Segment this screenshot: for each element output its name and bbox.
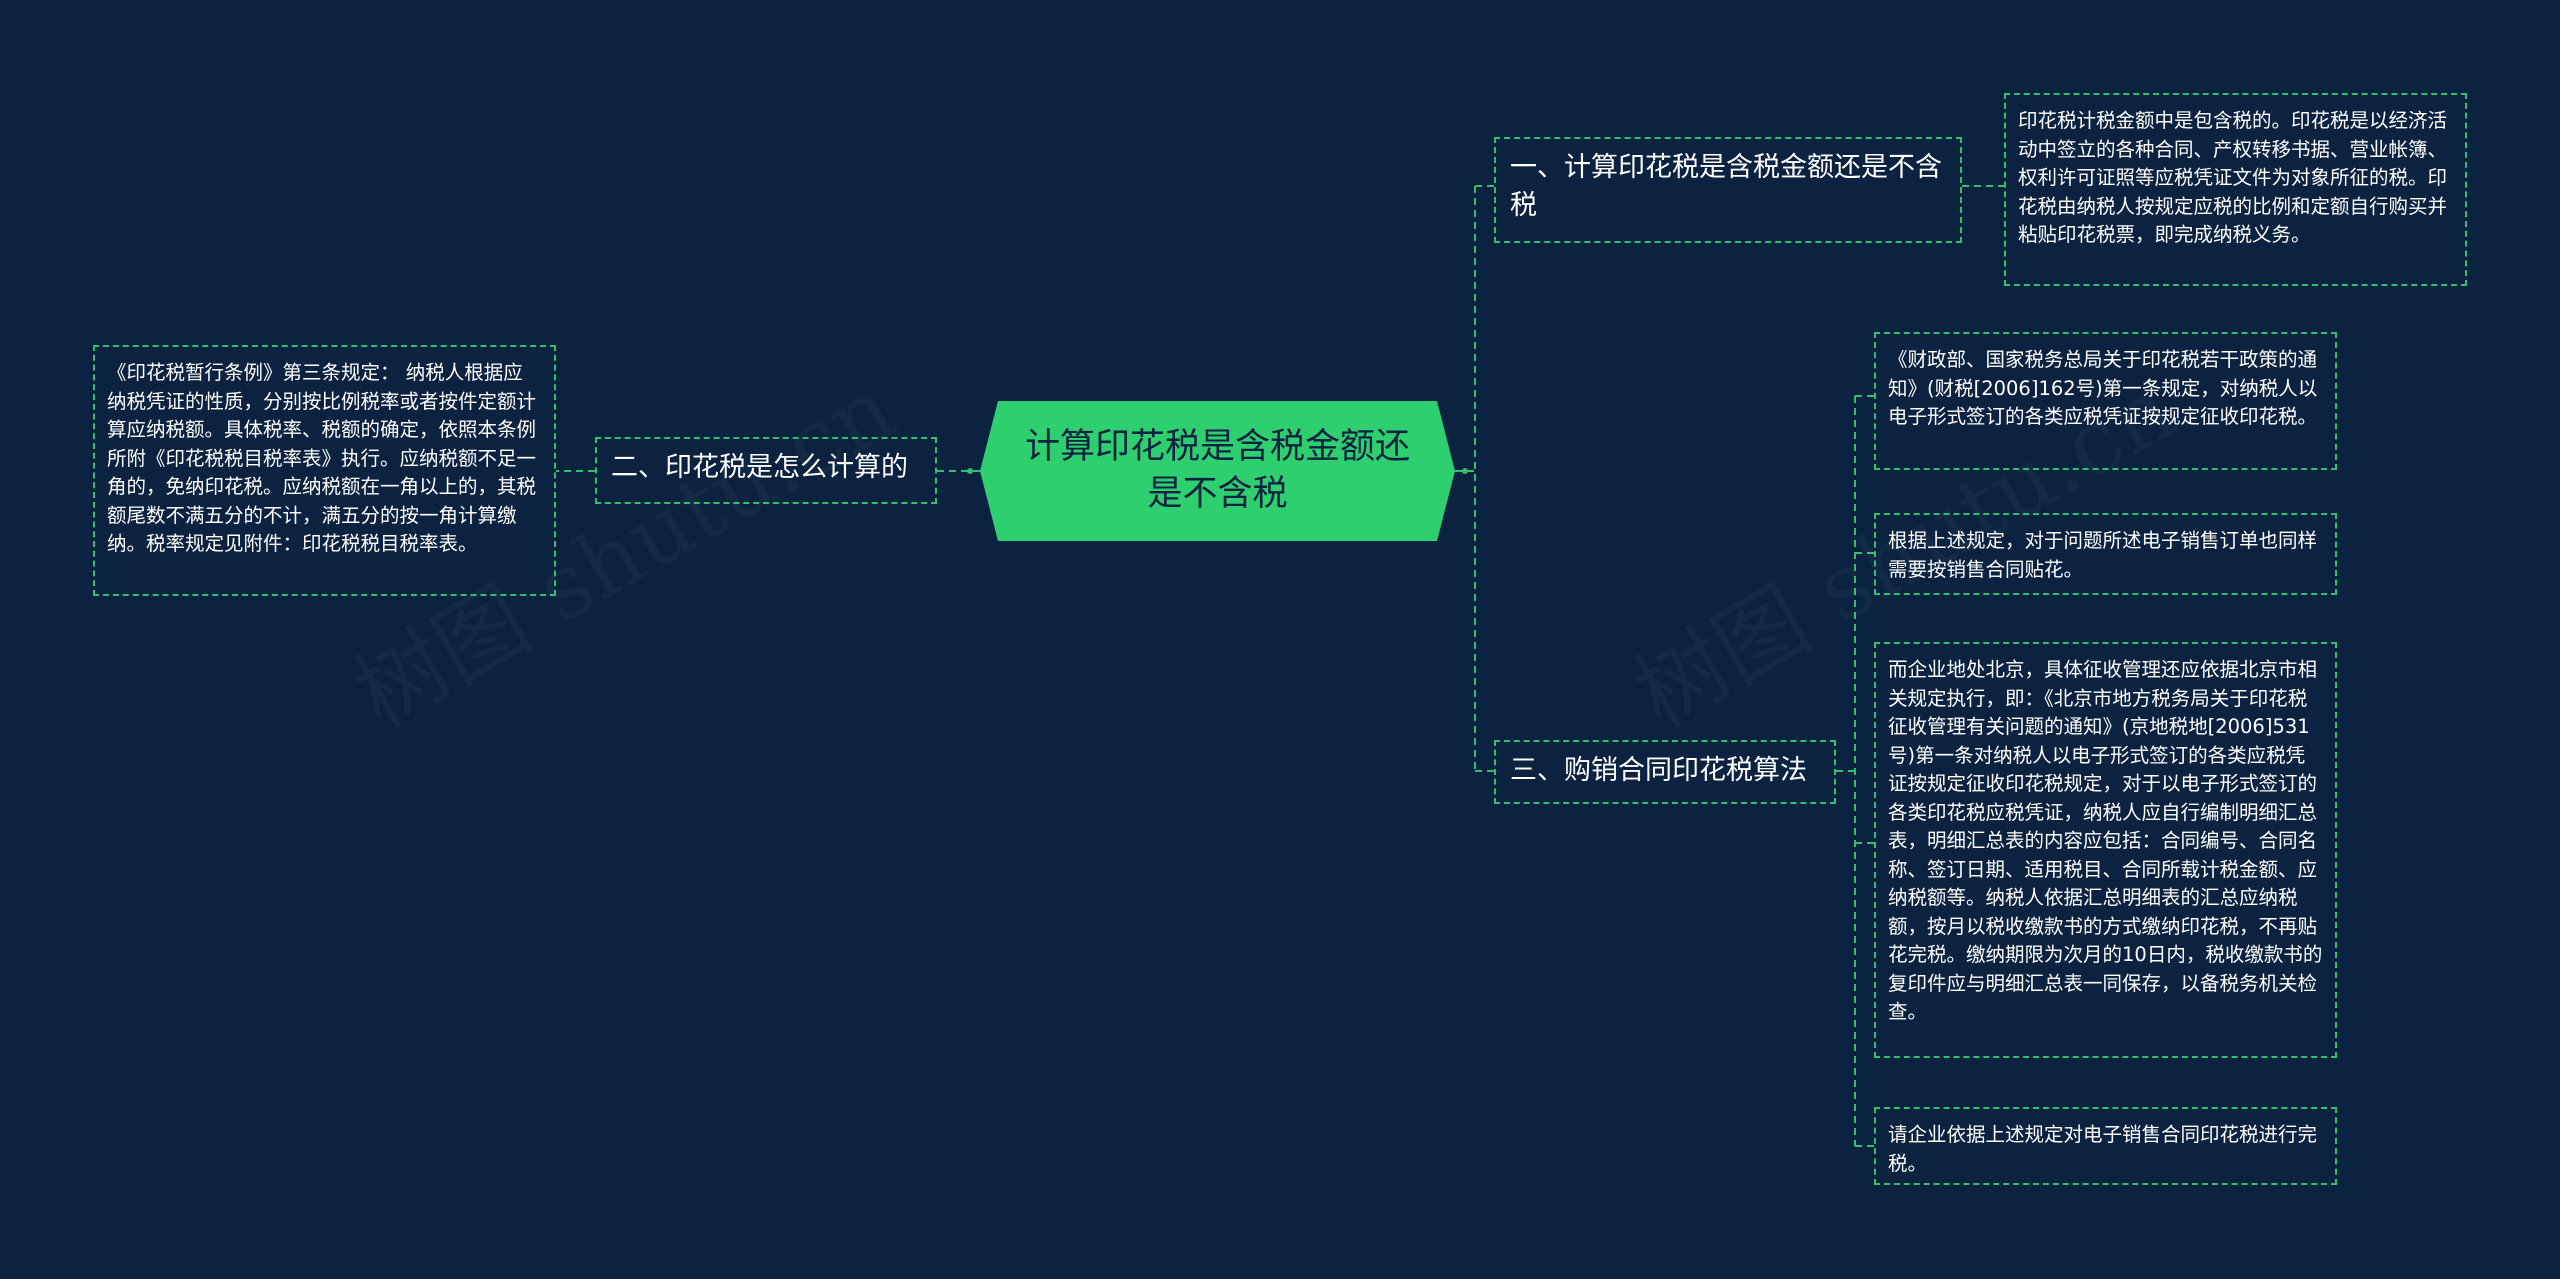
branch-2-leaf-1-text: 《印花税暂行条例》第三条规定： 纳税人根据应纳税凭证的性质，分别按比例税率或者按…	[107, 361, 537, 555]
branch-1-leaf-1[interactable]: 印花税计税金额中是包含税的。印花税是以经济活动中签立的各种合同、产权转移书据、营…	[2004, 93, 2467, 286]
central-left-dot	[967, 468, 973, 474]
branch-2-leaf-1[interactable]: 《印花税暂行条例》第三条规定： 纳税人根据应纳税凭证的性质，分别按比例税率或者按…	[93, 345, 556, 596]
central-right-dot	[1462, 468, 1468, 474]
branch-1-leaf-1-text: 印花税计税金额中是包含税的。印花税是以经济活动中签立的各种合同、产权转移书据、营…	[2018, 109, 2448, 246]
branch-1-topic[interactable]: 一、计算印花税是含税金额还是不含税	[1494, 137, 1962, 243]
branch-3-leaf-2-text: 根据上述规定，对于问题所述电子销售订单也同样需要按销售合同贴花。	[1888, 529, 2318, 581]
branch-3-leaf-1-text: 《财政部、国家税务总局关于印花税若干政策的通知》(财税[2006]162号)第一…	[1888, 348, 2318, 428]
branch-1-label: 一、计算印花税是含税金额还是不含税	[1510, 152, 1942, 221]
branch-2-label: 二、印花税是怎么计算的	[611, 452, 908, 483]
central-topic-label: 计算印花税是含税金额还是不含税	[1024, 427, 1410, 514]
branch-3-topic[interactable]: 三、购销合同印花税算法	[1494, 740, 1836, 804]
branch-3-leaf-1[interactable]: 《财政部、国家税务总局关于印花税若干政策的通知》(财税[2006]162号)第一…	[1874, 332, 2337, 470]
branch-3-leaf-4-text: 请企业依据上述规定对电子销售合同印花税进行完税。	[1888, 1123, 2318, 1175]
central-topic[interactable]: 计算印花税是含税金额还是不含税	[980, 401, 1455, 541]
branch-3-leaf-4[interactable]: 请企业依据上述规定对电子销售合同印花税进行完税。	[1874, 1107, 2337, 1185]
branch-3-label: 三、购销合同印花税算法	[1510, 755, 1807, 786]
branch-2-topic[interactable]: 二、印花税是怎么计算的	[595, 437, 937, 504]
branch-3-leaf-3[interactable]: 而企业地处北京，具体征收管理还应依据北京市相关规定执行，即：《北京市地方税务局关…	[1874, 642, 2337, 1058]
branch-3-leaf-3-text: 而企业地处北京，具体征收管理还应依据北京市相关规定执行，即：《北京市地方税务局关…	[1888, 658, 2323, 1023]
branch-3-leaf-2[interactable]: 根据上述规定，对于问题所述电子销售订单也同样需要按销售合同贴花。	[1874, 513, 2337, 595]
